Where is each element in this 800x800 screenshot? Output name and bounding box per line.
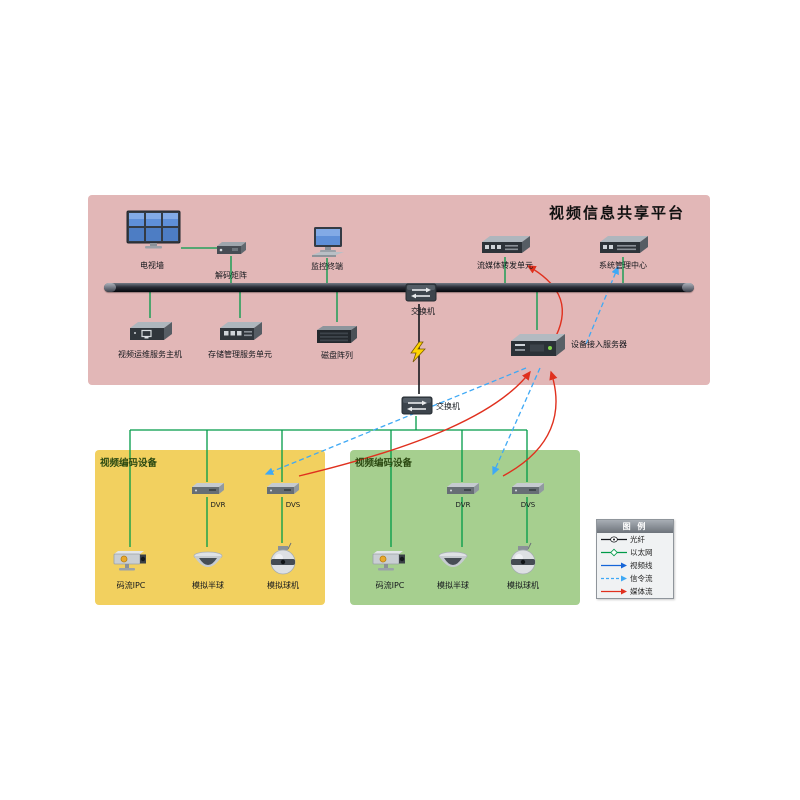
legend-label-video: 视频线 bbox=[630, 561, 653, 570]
access-server-label: 设备接入服务器 bbox=[571, 340, 627, 349]
encoder-region-right bbox=[350, 450, 580, 605]
monitor-terminal-icon bbox=[310, 226, 346, 260]
ethernet-line-symbol bbox=[601, 548, 627, 557]
legend-label-fiber: 光纤 bbox=[630, 535, 645, 544]
monitor-terminal-label: 监控终端 bbox=[311, 262, 343, 271]
switch-top-icon bbox=[404, 279, 438, 305]
disk-array-icon bbox=[314, 322, 360, 348]
dvr-left-label: DVR bbox=[210, 501, 226, 509]
switch-top-label: 交换机 bbox=[411, 307, 435, 316]
signal-flow-symbol bbox=[601, 575, 627, 582]
dome-right-label: 模拟半球 bbox=[437, 581, 469, 590]
dvs-left-label: DVS bbox=[285, 501, 301, 509]
access-server-icon bbox=[506, 330, 568, 362]
ball-right-icon bbox=[505, 542, 541, 578]
legend-label-media: 媒体流 bbox=[630, 587, 653, 596]
legend-row-video: 视频线 bbox=[597, 559, 673, 572]
legend-box: 图 例 光纤 以太网 视频线 信令流 媒体流 bbox=[596, 519, 674, 599]
dvs-left-icon bbox=[264, 480, 302, 498]
ipc-right-label: 码流IPC bbox=[375, 581, 405, 590]
dvr-left-icon bbox=[189, 480, 227, 498]
storage-unit-icon bbox=[216, 318, 264, 346]
ipc-right-icon bbox=[369, 545, 411, 573]
decoder-icon bbox=[214, 240, 248, 258]
legend-row-fiber: 光纤 bbox=[597, 533, 673, 546]
dome-left-label: 模拟半球 bbox=[192, 581, 224, 590]
stream-unit-icon bbox=[478, 233, 532, 259]
tv-wall-label: 电视墙 bbox=[140, 261, 164, 270]
ball-left-icon bbox=[265, 542, 301, 578]
dvs-right-icon bbox=[509, 480, 547, 498]
dvr-right-icon bbox=[444, 480, 482, 498]
ethernet-lines bbox=[129, 247, 624, 547]
dome-right-icon bbox=[435, 546, 471, 578]
legend-row-ethernet: 以太网 bbox=[597, 546, 673, 559]
ops-host-label: 视频运维服务主机 bbox=[118, 350, 182, 359]
stream-unit-label: 流媒体转发单元 bbox=[477, 261, 533, 270]
sys-center-icon bbox=[596, 233, 650, 259]
legend-label-signal: 信令流 bbox=[630, 574, 653, 583]
ipc-left-label: 码流IPC bbox=[116, 581, 146, 590]
sys-center-label: 系统管理中心 bbox=[599, 261, 647, 270]
dvr-right-label: DVR bbox=[455, 501, 471, 509]
signal-flows bbox=[264, 265, 619, 476]
legend-row-media: 媒体流 bbox=[597, 585, 673, 598]
disk-array-label: 磁盘阵列 bbox=[321, 351, 353, 360]
backbone-bus bbox=[104, 283, 694, 292]
ball-left-label: 模拟球机 bbox=[267, 581, 299, 590]
ops-host-icon bbox=[126, 318, 174, 346]
lightning-icon bbox=[408, 341, 428, 363]
encoder-region-left bbox=[95, 450, 325, 605]
encoder-region-right-label: 视频编码设备 bbox=[355, 458, 413, 469]
dome-left-icon bbox=[190, 546, 226, 578]
dvs-right-label: DVS bbox=[520, 501, 536, 509]
media-flows bbox=[298, 265, 563, 477]
switch-bottom-icon bbox=[400, 392, 434, 418]
legend-title: 图 例 bbox=[597, 520, 673, 533]
legend-label-ethernet: 以太网 bbox=[630, 548, 653, 557]
ball-right-label: 模拟球机 bbox=[507, 581, 539, 590]
encoder-region-left-label: 视频编码设备 bbox=[100, 458, 158, 469]
diagram-title: 视频信息共享平台 bbox=[548, 204, 685, 222]
ipc-left-icon bbox=[110, 545, 152, 573]
tv-wall-icon bbox=[126, 210, 184, 250]
legend-row-signal: 信令流 bbox=[597, 572, 673, 585]
switch-bottom-label: 交换机 bbox=[436, 402, 460, 411]
media-flow-symbol bbox=[601, 588, 627, 595]
storage-unit-label: 存储管理服务单元 bbox=[208, 350, 272, 359]
decoder-label: 解码矩阵 bbox=[215, 271, 247, 280]
fiber-line-symbol bbox=[601, 536, 627, 543]
video-line-symbol bbox=[601, 562, 627, 569]
